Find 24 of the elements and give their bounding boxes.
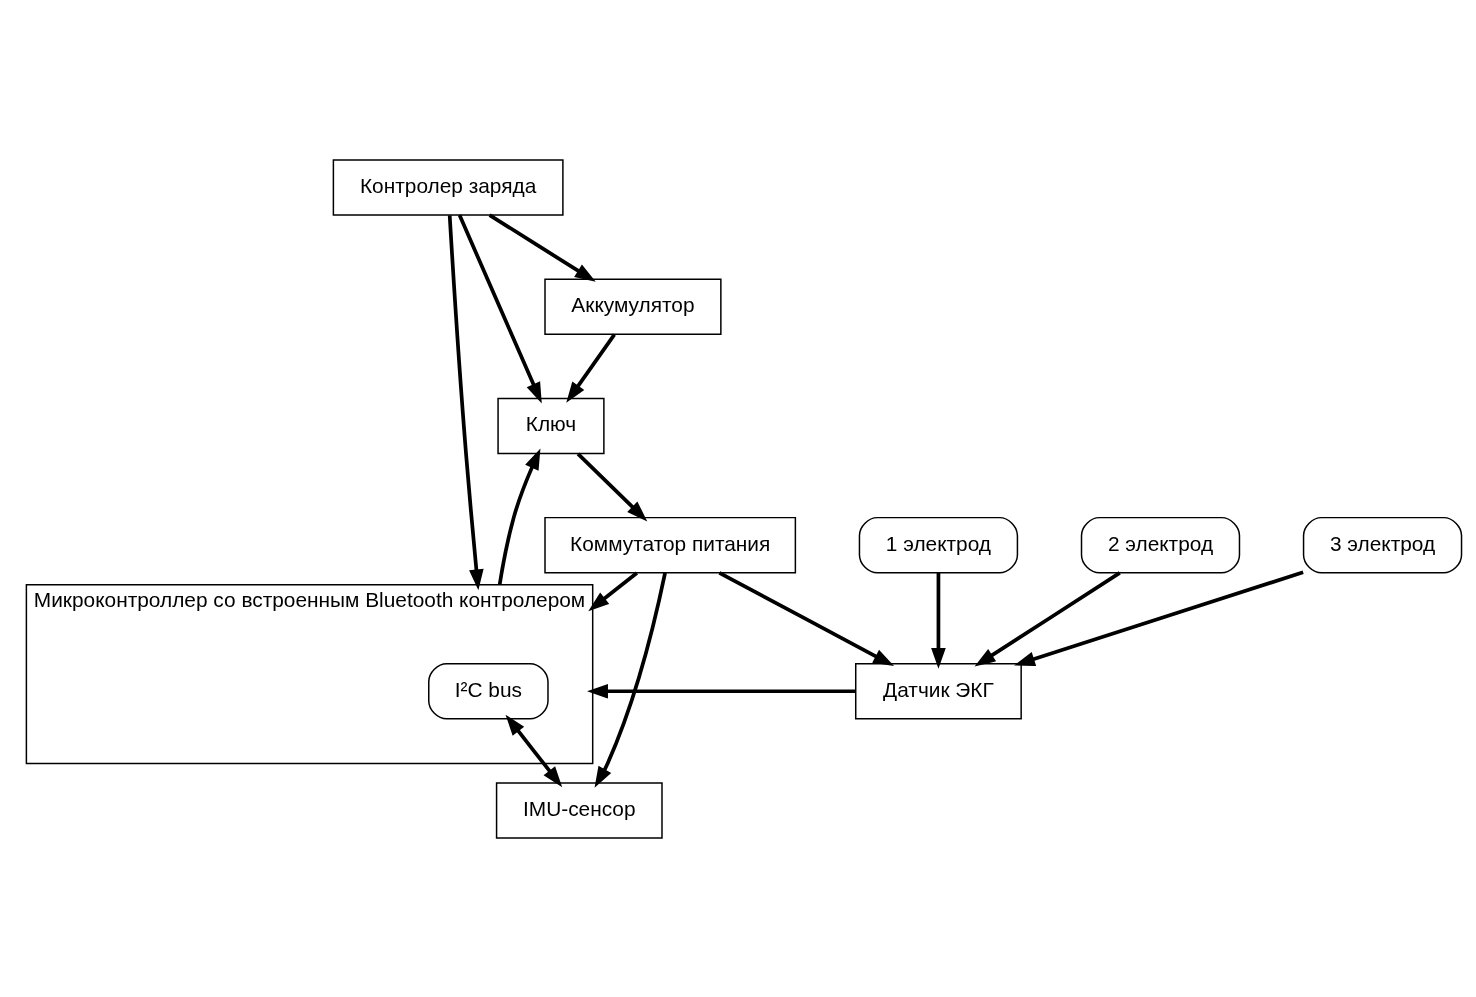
node-box: 2 электрод bbox=[1080, 516, 1241, 573]
node-box: Коммутатор питания bbox=[544, 516, 797, 573]
node-box: Контролер заряда bbox=[332, 158, 564, 216]
arrow bbox=[497, 448, 541, 585]
node-box: IMU-сенсор bbox=[495, 781, 663, 839]
arrow bbox=[594, 572, 667, 788]
arrow bbox=[931, 572, 946, 669]
arrow bbox=[718, 570, 895, 666]
arrow bbox=[505, 714, 563, 787]
arrow bbox=[974, 570, 1121, 666]
arrow bbox=[457, 213, 542, 403]
node-box: Аккумулятор bbox=[544, 277, 722, 335]
node-box: I²C bus bbox=[428, 662, 549, 720]
arrow bbox=[576, 452, 648, 521]
arrow bbox=[587, 683, 856, 699]
arrow bbox=[488, 213, 596, 282]
arrow bbox=[588, 570, 638, 611]
arrow bbox=[447, 214, 484, 590]
arrow bbox=[566, 333, 616, 403]
arrow bbox=[1014, 570, 1304, 666]
node-box: 1 электрод bbox=[858, 516, 1019, 573]
node-box: Датчик ЭКГ bbox=[855, 662, 1022, 720]
node-box: Ключ bbox=[497, 397, 605, 454]
node-box: 3 электрод bbox=[1302, 516, 1463, 573]
